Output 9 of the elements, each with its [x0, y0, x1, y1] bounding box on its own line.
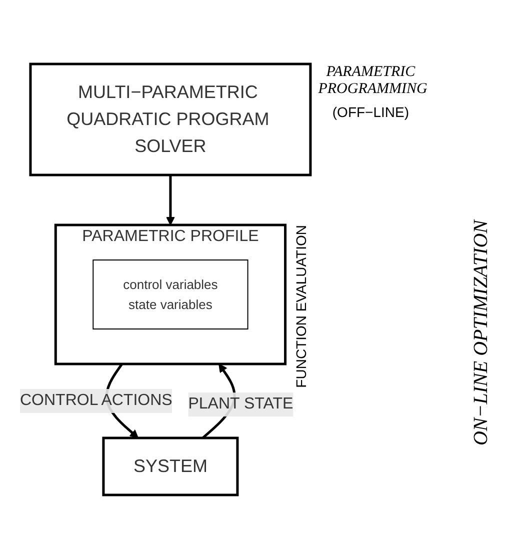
edge-label: PLANT STATE — [188, 396, 293, 413]
node-box: MULTI−PARAMETRIC QUADRATIC PROGRAM SOLVER — [28, 62, 312, 176]
arrow — [166, 175, 175, 226]
node-box: SYSTEM — [102, 436, 238, 496]
edge-label: CONTROL ACTIONS — [20, 392, 172, 409]
node-box: control variables state variables — [92, 260, 248, 330]
side-label: ON−LINE OPTIMIZATION — [470, 220, 493, 446]
side-note: FUNCTION EVALUATION — [293, 225, 310, 388]
side-note: (OFF−LINE) — [331, 104, 410, 120]
